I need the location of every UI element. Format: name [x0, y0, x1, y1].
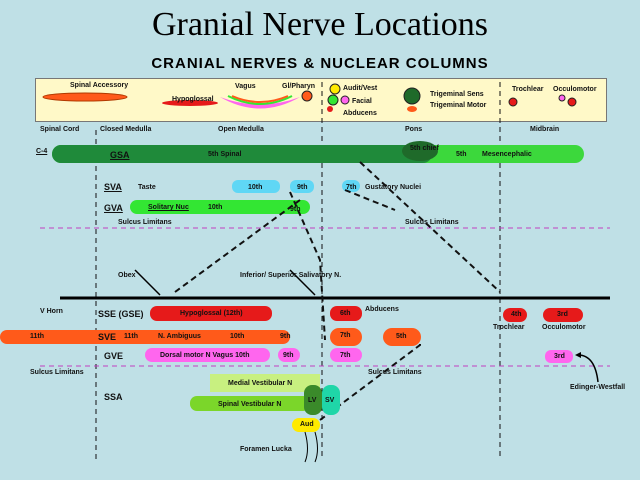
legend-audit-vest: Audit/Vest	[343, 85, 378, 92]
region-spinal-cord: Spinal Cord	[40, 126, 80, 133]
edinger-westfall: Edinger-Westfall	[570, 384, 626, 391]
v-horn-label: V Horn	[40, 308, 63, 315]
legend-hypoglossal: Hypoglossal	[172, 96, 214, 103]
gl-pharyn-shape	[301, 90, 313, 102]
sve-9th: 9th	[280, 333, 291, 340]
gva-label: GVA	[104, 203, 123, 213]
sse-4th: 4th	[511, 311, 522, 318]
spinal-accessory-shape	[42, 92, 128, 102]
sulcus-limitans-top-right: Sulcus Limitans	[405, 219, 459, 226]
trigeminal-sens-shape	[403, 87, 421, 105]
salivatory-label: Inferior/ Superior Salivatory N.	[240, 272, 342, 279]
gve-3rd: 3rd	[554, 353, 565, 360]
aud-label: Aud	[300, 421, 314, 428]
region-pons: Pons	[405, 126, 423, 133]
n-ambiguus: N. Ambiguus	[158, 333, 201, 340]
legend-abducens: Abducens	[343, 110, 377, 117]
sulcus-limitans-bottom-right: Sulcus Limitans	[368, 369, 422, 376]
hypoglossal-12th: Hypoglossal (12th)	[180, 310, 243, 317]
sva-10th	[232, 180, 280, 193]
occulomotor-label: Occulomotor	[542, 324, 586, 331]
gsa-5th-chief: 5th chief	[410, 145, 439, 152]
sva-9th-label: 9th	[297, 184, 308, 191]
medial-vest: Medial Vestibular N	[228, 380, 293, 387]
sva-9th	[290, 180, 314, 193]
gsa-mesencephalic: Mesencephalic	[482, 151, 532, 158]
hypoglossal-shape	[162, 100, 218, 106]
legend-vagus: Vagus	[235, 83, 256, 90]
sve-11th: 11th	[30, 333, 45, 340]
trochlear-shape	[508, 97, 518, 107]
gsa-label: GSA	[110, 150, 130, 160]
region-midbrain: Midbrain	[530, 126, 560, 133]
gustatory-nuclei: Gustatory Nuclei	[365, 184, 422, 191]
legend-facial: Facial	[352, 98, 372, 105]
gve-7th: 7th	[340, 352, 351, 359]
sulcus-limitans-top-left: Sulcus Limitans	[118, 219, 172, 226]
sve-label: SVE	[98, 332, 117, 342]
lv-label: LV	[308, 397, 317, 404]
page-subtitle: CRANIAL NERVES & NUCLEAR COLUMNS	[151, 55, 489, 72]
legend-trochlear: Trochlear	[512, 86, 544, 93]
gva-10th: 10th	[208, 204, 223, 211]
vagus-shape	[220, 97, 300, 109]
gve-9th: 9th	[283, 352, 294, 359]
sse-label: SSE (GSE)	[98, 309, 144, 319]
legend-trigeminal-sens: Trigeminal Sens	[430, 91, 484, 98]
gsa-5th: 5th	[456, 151, 467, 158]
sve-5th: 5th	[396, 333, 407, 340]
occulomotor-shape	[558, 94, 566, 102]
sv-label: SV	[325, 397, 335, 404]
sve-7th: 7th	[340, 332, 351, 339]
sse-6th: 6th	[340, 310, 351, 317]
gva-9th: 9th	[290, 206, 301, 213]
sva-7th-label: 7th	[346, 184, 357, 191]
region-open-medulla: Open Medulla	[218, 126, 264, 133]
legend-spinal-accessory: Spinal Accessory	[70, 82, 129, 89]
sva-taste: Taste	[138, 184, 156, 191]
gva-bar	[130, 200, 310, 214]
c4-label: C-4	[36, 148, 48, 155]
sva-10th-label: 10th	[248, 184, 263, 191]
spinal-vest: Spinal Vestibular N	[218, 401, 282, 408]
legend-occulomotor: Occulomotor	[553, 86, 597, 93]
gsa-5th-spinal: 5th Spinal	[208, 151, 242, 158]
gve-label: GVE	[104, 351, 124, 361]
sva-label: SVA	[104, 182, 122, 192]
sulcus-limitans-bottom-left: Sulcus Limitans	[30, 369, 84, 376]
sve-10th: 10th	[230, 333, 245, 340]
sse-3rd: 3rd	[557, 311, 568, 318]
dorsal-motor-label: Dorsal motor N Vagus 10th	[160, 352, 250, 359]
obex-label: Obex	[118, 272, 136, 279]
abducens-label: Abducens	[365, 306, 399, 313]
page-title: Granial Nerve Locations	[151, 6, 489, 43]
foramen-label: Foramen Lucka	[240, 446, 292, 453]
legend-trigeminal-motor: Trigeminal Motor	[430, 102, 487, 109]
legend-gl-pharyn: Gl/Pharyn	[282, 83, 316, 90]
region-closed-medulla: Closed Medulla	[100, 126, 152, 133]
ssa-label: SSA	[104, 392, 123, 402]
trochlear-label: Trochlear	[493, 324, 525, 331]
sve-11th-b: 11th	[124, 333, 139, 340]
gva-solitary: Solitary Nuc	[148, 204, 189, 211]
sva-7th	[342, 180, 360, 192]
